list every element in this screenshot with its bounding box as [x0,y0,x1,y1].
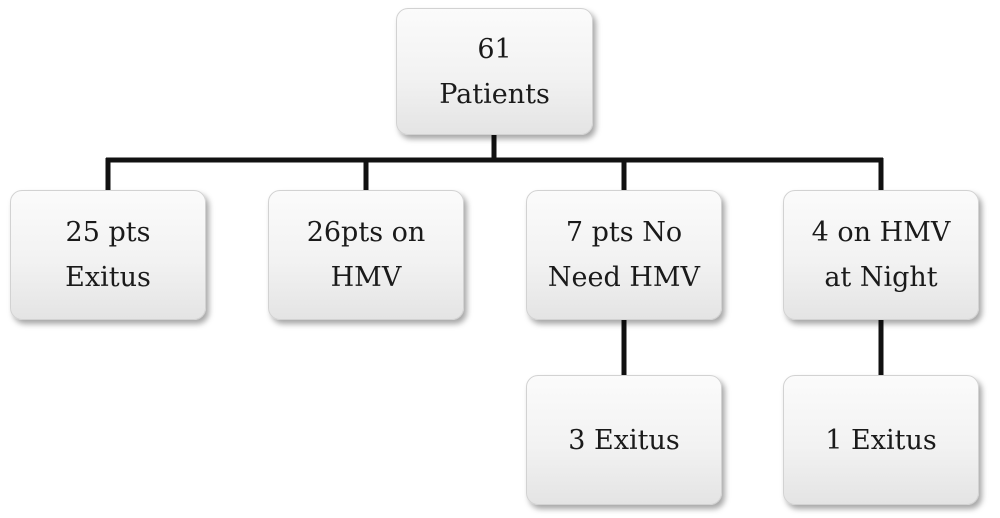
node-on-hmv: 26pts on HMV [268,190,464,320]
root-node-patients: 61 Patients [396,8,593,135]
node-hmv-at-night-exitus-label: 1 Exitus [825,424,937,456]
node-no-need-hmv: 7 pts No Need HMV [526,190,722,320]
node-no-need-hmv-exitus-label: 3 Exitus [568,424,680,456]
node-hmv-at-night: 4 on HMV at Night [783,190,979,320]
node-hmv-at-night-line1: 4 on HMV [811,217,951,248]
node-exitus-line1: 25 pts [65,217,151,248]
node-no-need-hmv-line2: Need HMV [547,262,701,293]
node-on-hmv-line2: HMV [330,262,402,293]
node-exitus-line2: Exitus [65,262,151,293]
root-node-label: Patients [439,78,550,110]
node-hmv-at-night-line2: at Night [824,262,938,293]
root-node-count: 61 [477,33,512,65]
node-hmv-at-night-exitus: 1 Exitus [783,375,979,505]
node-no-need-hmv-line1: 7 pts No [565,217,683,248]
node-no-need-hmv-exitus: 3 Exitus [526,375,722,505]
node-exitus: 25 pts Exitus [10,190,206,320]
node-on-hmv-line1: 26pts on [306,217,426,248]
